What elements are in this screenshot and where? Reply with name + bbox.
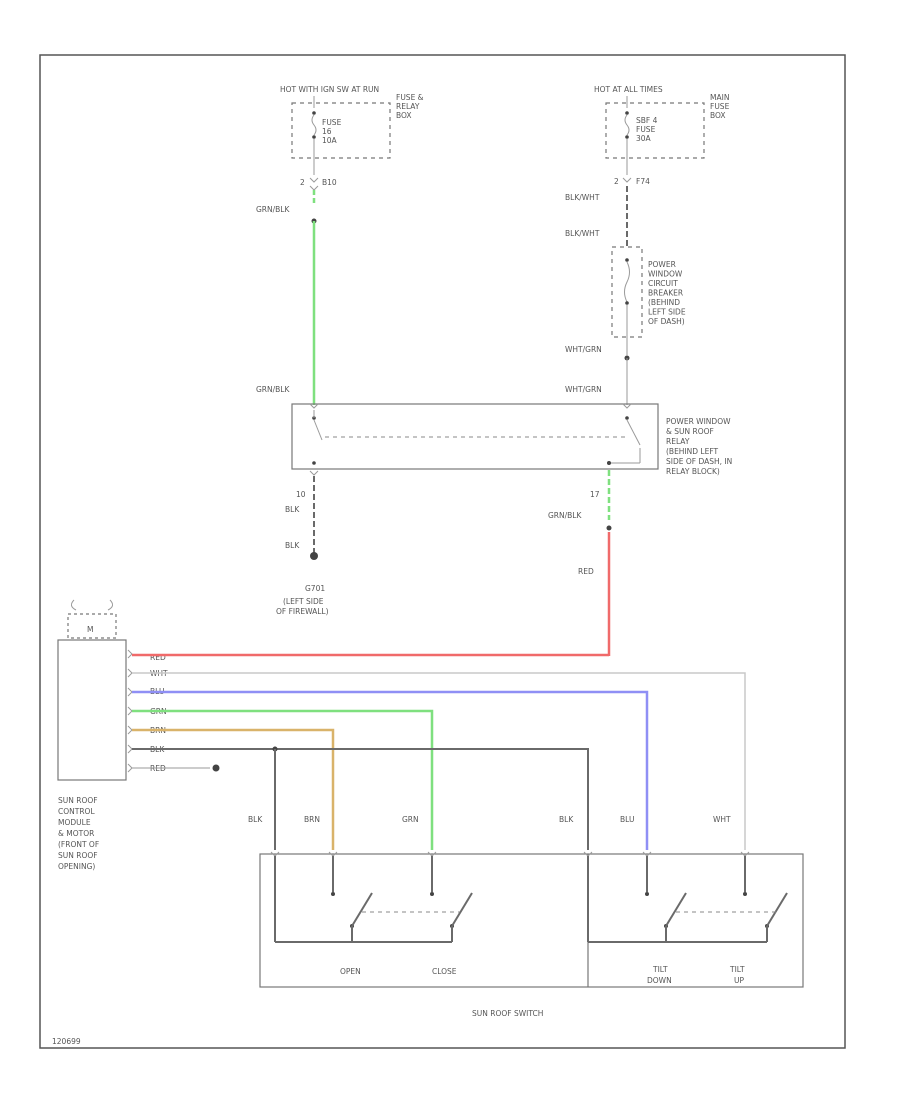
blk-wire	[132, 748, 589, 850]
relay-right-output: 17 GRN/BLK RED	[548, 461, 612, 656]
switch-close-label: CLOSE	[432, 967, 457, 976]
relay-pin-10: 10	[296, 490, 306, 499]
ground-id: G701	[305, 584, 325, 593]
main-fuse-box-outline	[605, 102, 705, 159]
module-wires	[132, 653, 746, 850]
module-box	[57, 639, 127, 781]
hot-run-label: HOT WITH IGN SW AT RUN	[280, 85, 379, 94]
grn-blk-label-2: GRN/BLK	[256, 385, 290, 394]
blk-label-2: BLK	[285, 541, 300, 550]
brn-wire	[132, 728, 335, 850]
switch-wire-grn: GRN	[402, 815, 419, 824]
wht-wire	[132, 672, 746, 850]
fuse-relay-box-outline	[291, 102, 391, 159]
grn-blk-label-1: GRN/BLK	[256, 205, 290, 214]
f74-pin: 2	[614, 177, 619, 186]
switch-open-label: OPEN	[340, 967, 361, 976]
motor-box	[67, 613, 117, 639]
ground-g701-node	[310, 552, 318, 560]
blk-wht-label-2: BLK/WHT	[565, 229, 600, 238]
module-pin-red: RED	[150, 653, 166, 662]
switch-wire-blk-right: BLK	[559, 815, 574, 824]
breaker-box	[611, 246, 643, 338]
module-ground-node	[212, 764, 220, 772]
hot-always-label: HOT AT ALL TIMES	[594, 85, 663, 94]
sbf4-amp: 30A	[636, 134, 652, 143]
blk-wht-label-1: BLK/WHT	[565, 193, 600, 202]
fuse-16-num: 16	[322, 127, 332, 136]
relay-box	[291, 403, 659, 470]
sbf4-fuse: FUSE	[636, 125, 656, 134]
fuse-16-name: FUSE	[322, 118, 342, 127]
b10-pin: 2	[300, 178, 305, 187]
grn-wire	[132, 709, 434, 850]
figure-id: 120699	[52, 1037, 81, 1046]
switch-wire-wht: WHT	[713, 815, 731, 824]
fuse-16-amp: 10A	[322, 136, 338, 145]
b10-conn: B10	[322, 178, 337, 187]
diagram-frame	[39, 54, 846, 1049]
motor-symbol: M	[87, 625, 93, 634]
blk-label-1: BLK	[285, 505, 300, 514]
switch-wire-brn: BRN	[304, 815, 320, 824]
switch-wire-blk-left: BLK	[248, 815, 263, 824]
wht-grn-label-2: WHT/GRN	[565, 385, 602, 394]
f74-conn: F74	[636, 177, 650, 186]
relay-pin-17: 17	[590, 490, 600, 499]
sbf4-name: SBF 4	[636, 116, 658, 125]
switch-wire-blu: BLU	[620, 815, 634, 824]
switch-title: SUN ROOF SWITCH	[472, 1009, 543, 1018]
grn-blk-label-3: GRN/BLK	[548, 511, 582, 520]
red-label-right: RED	[578, 567, 594, 576]
blu-wire	[132, 690, 649, 850]
wht-grn-label-1: WHT/GRN	[565, 345, 602, 354]
switch-outer-box	[259, 853, 804, 988]
